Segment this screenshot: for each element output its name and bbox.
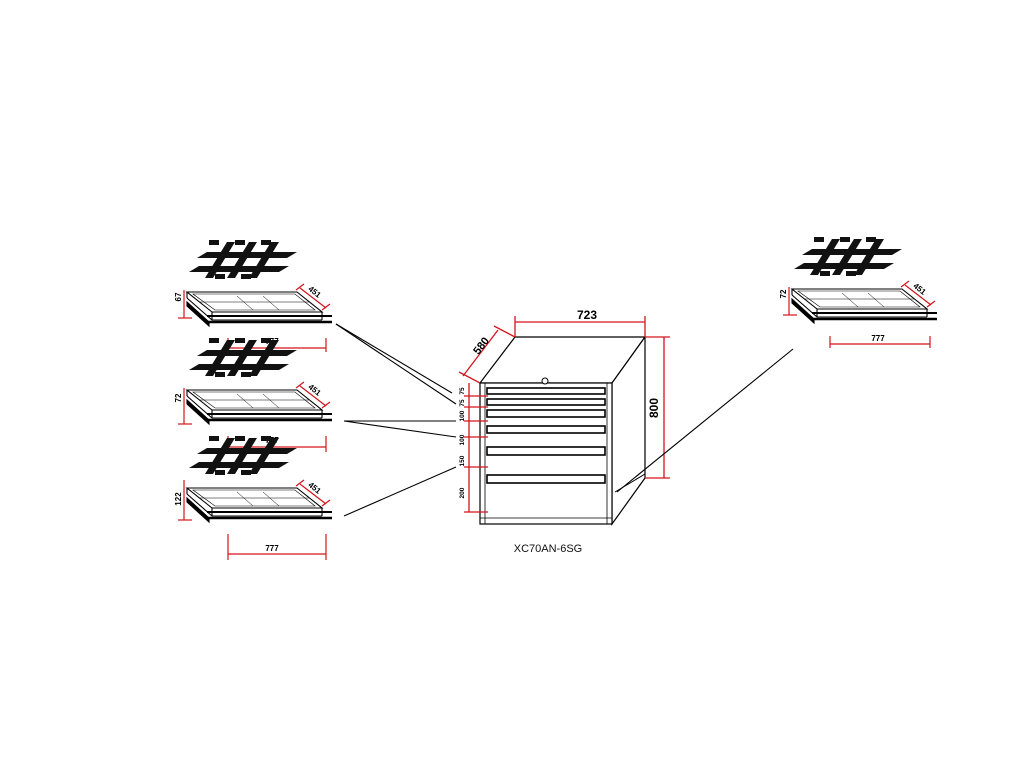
drawer-4-depth-label: 451 (912, 281, 928, 297)
lock-icon (541, 377, 549, 385)
drawer-1-height-label: 67 (174, 292, 183, 301)
drawer-3-width-label: 777 (265, 544, 279, 553)
cabinet-height-label: 800 (647, 398, 661, 418)
drawer-detail-3: 122 451 777 (174, 434, 334, 560)
drawer-1-depth-label: 451 (307, 284, 323, 300)
drawer-height-label-5: 150 (459, 455, 466, 466)
drawer-height-label-6: 200 (459, 487, 466, 498)
cabinet-depth-label: 580 (471, 335, 492, 357)
drawer-4-height-label: 72 (779, 289, 788, 298)
drawer-3-height-label: 122 (174, 492, 183, 506)
drawer-detail-4: 72 451 777 (779, 235, 939, 348)
leader-lines (335, 323, 794, 517)
drawer-2-depth-label: 451 (307, 382, 323, 398)
drawer-4-width-label: 777 (871, 334, 885, 343)
drawer-detail-1: 67 451 777 (174, 238, 334, 352)
model-label: XC70AN-6SG (514, 543, 582, 555)
cabinet-width-label: 723 (577, 308, 597, 322)
drawer-detail-2: 72 451 777 (174, 336, 334, 452)
drawer-2-height-label: 72 (174, 393, 183, 402)
drawer-height-label-2: 75 (459, 399, 466, 407)
drawer-3-depth-label: 451 (307, 480, 323, 496)
drawer-height-label-3: 100 (459, 410, 466, 421)
drawer-height-label-1: 75 (459, 387, 466, 395)
drawer-height-label-4: 100 (459, 434, 466, 445)
cabinet (478, 335, 647, 526)
